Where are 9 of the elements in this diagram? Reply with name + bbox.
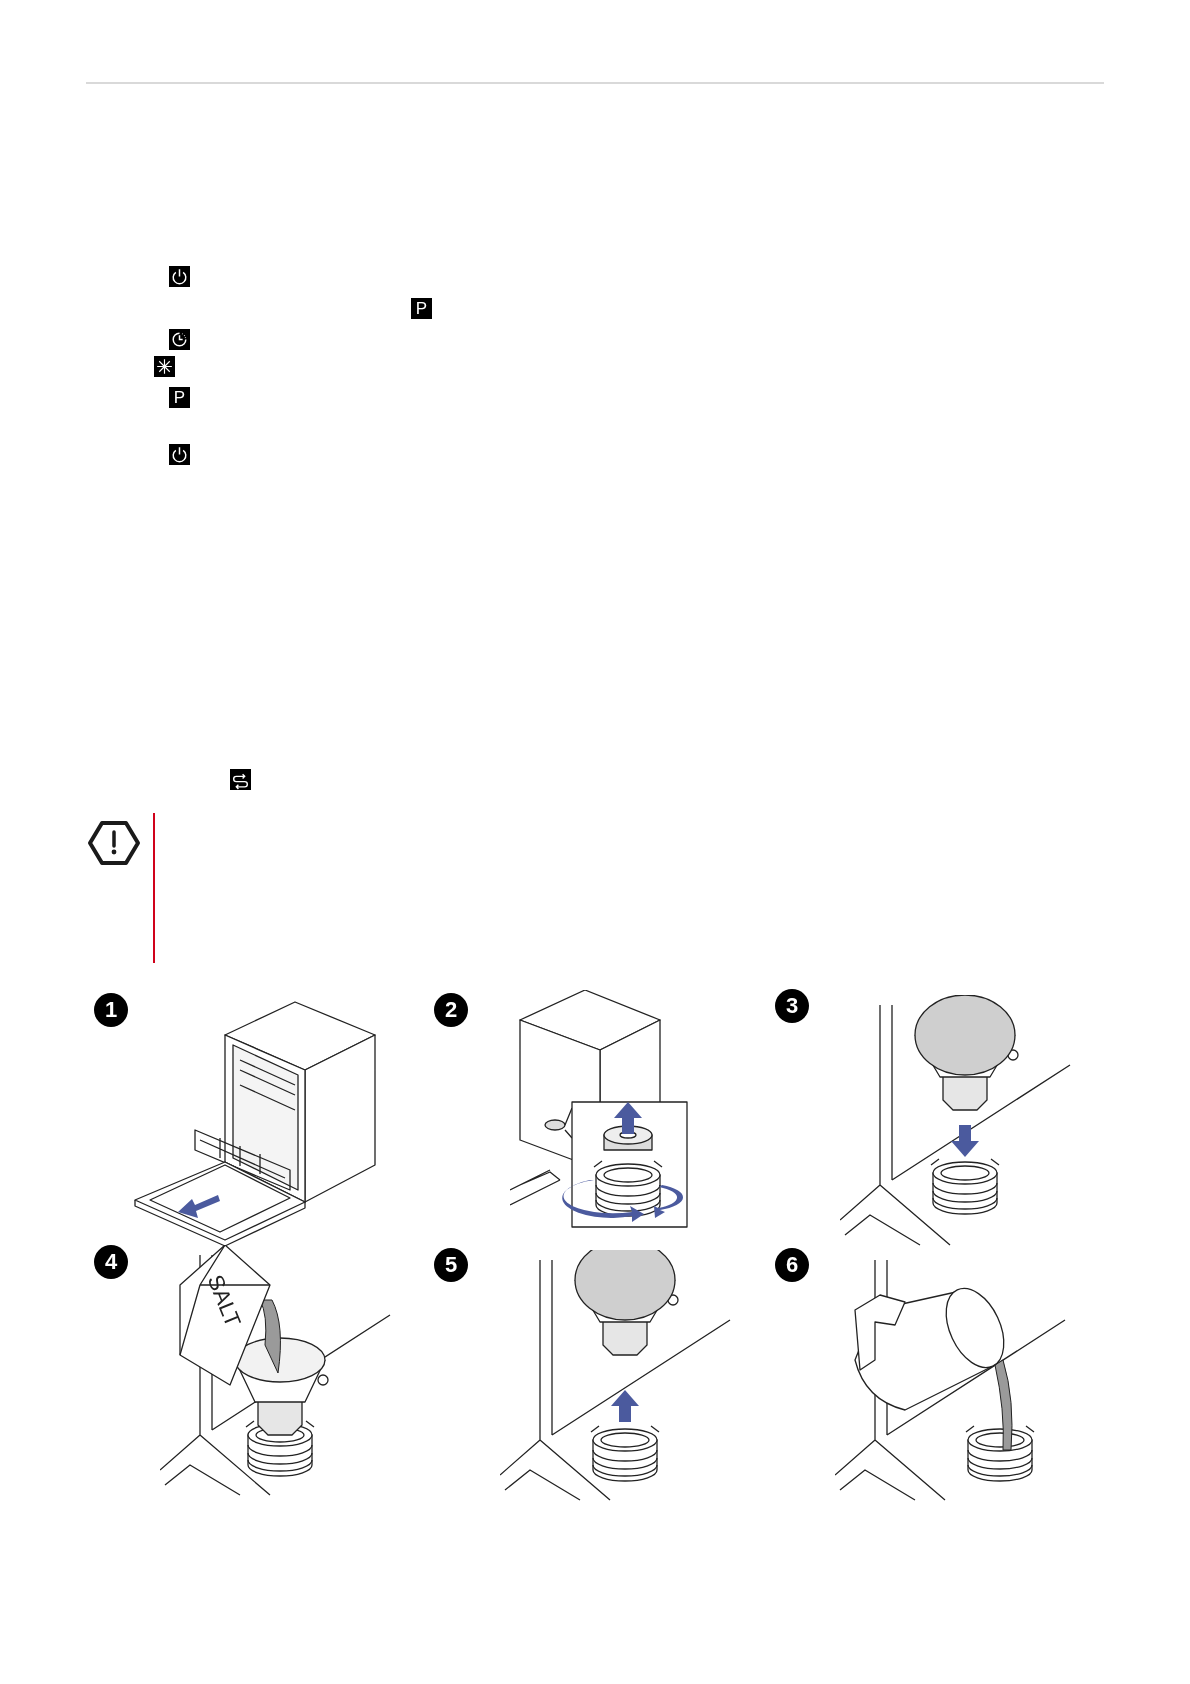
step-number: 6 [775, 1248, 809, 1282]
step-number: 1 [94, 993, 128, 1027]
package-label: SALT [203, 1272, 244, 1330]
step-number: 2 [434, 993, 468, 1027]
step-number: 5 [434, 1248, 468, 1282]
program-symbol: P [411, 298, 432, 319]
step-number: 3 [775, 989, 809, 1023]
step-number: 4 [94, 1245, 128, 1279]
program-symbol: P [169, 387, 190, 408]
